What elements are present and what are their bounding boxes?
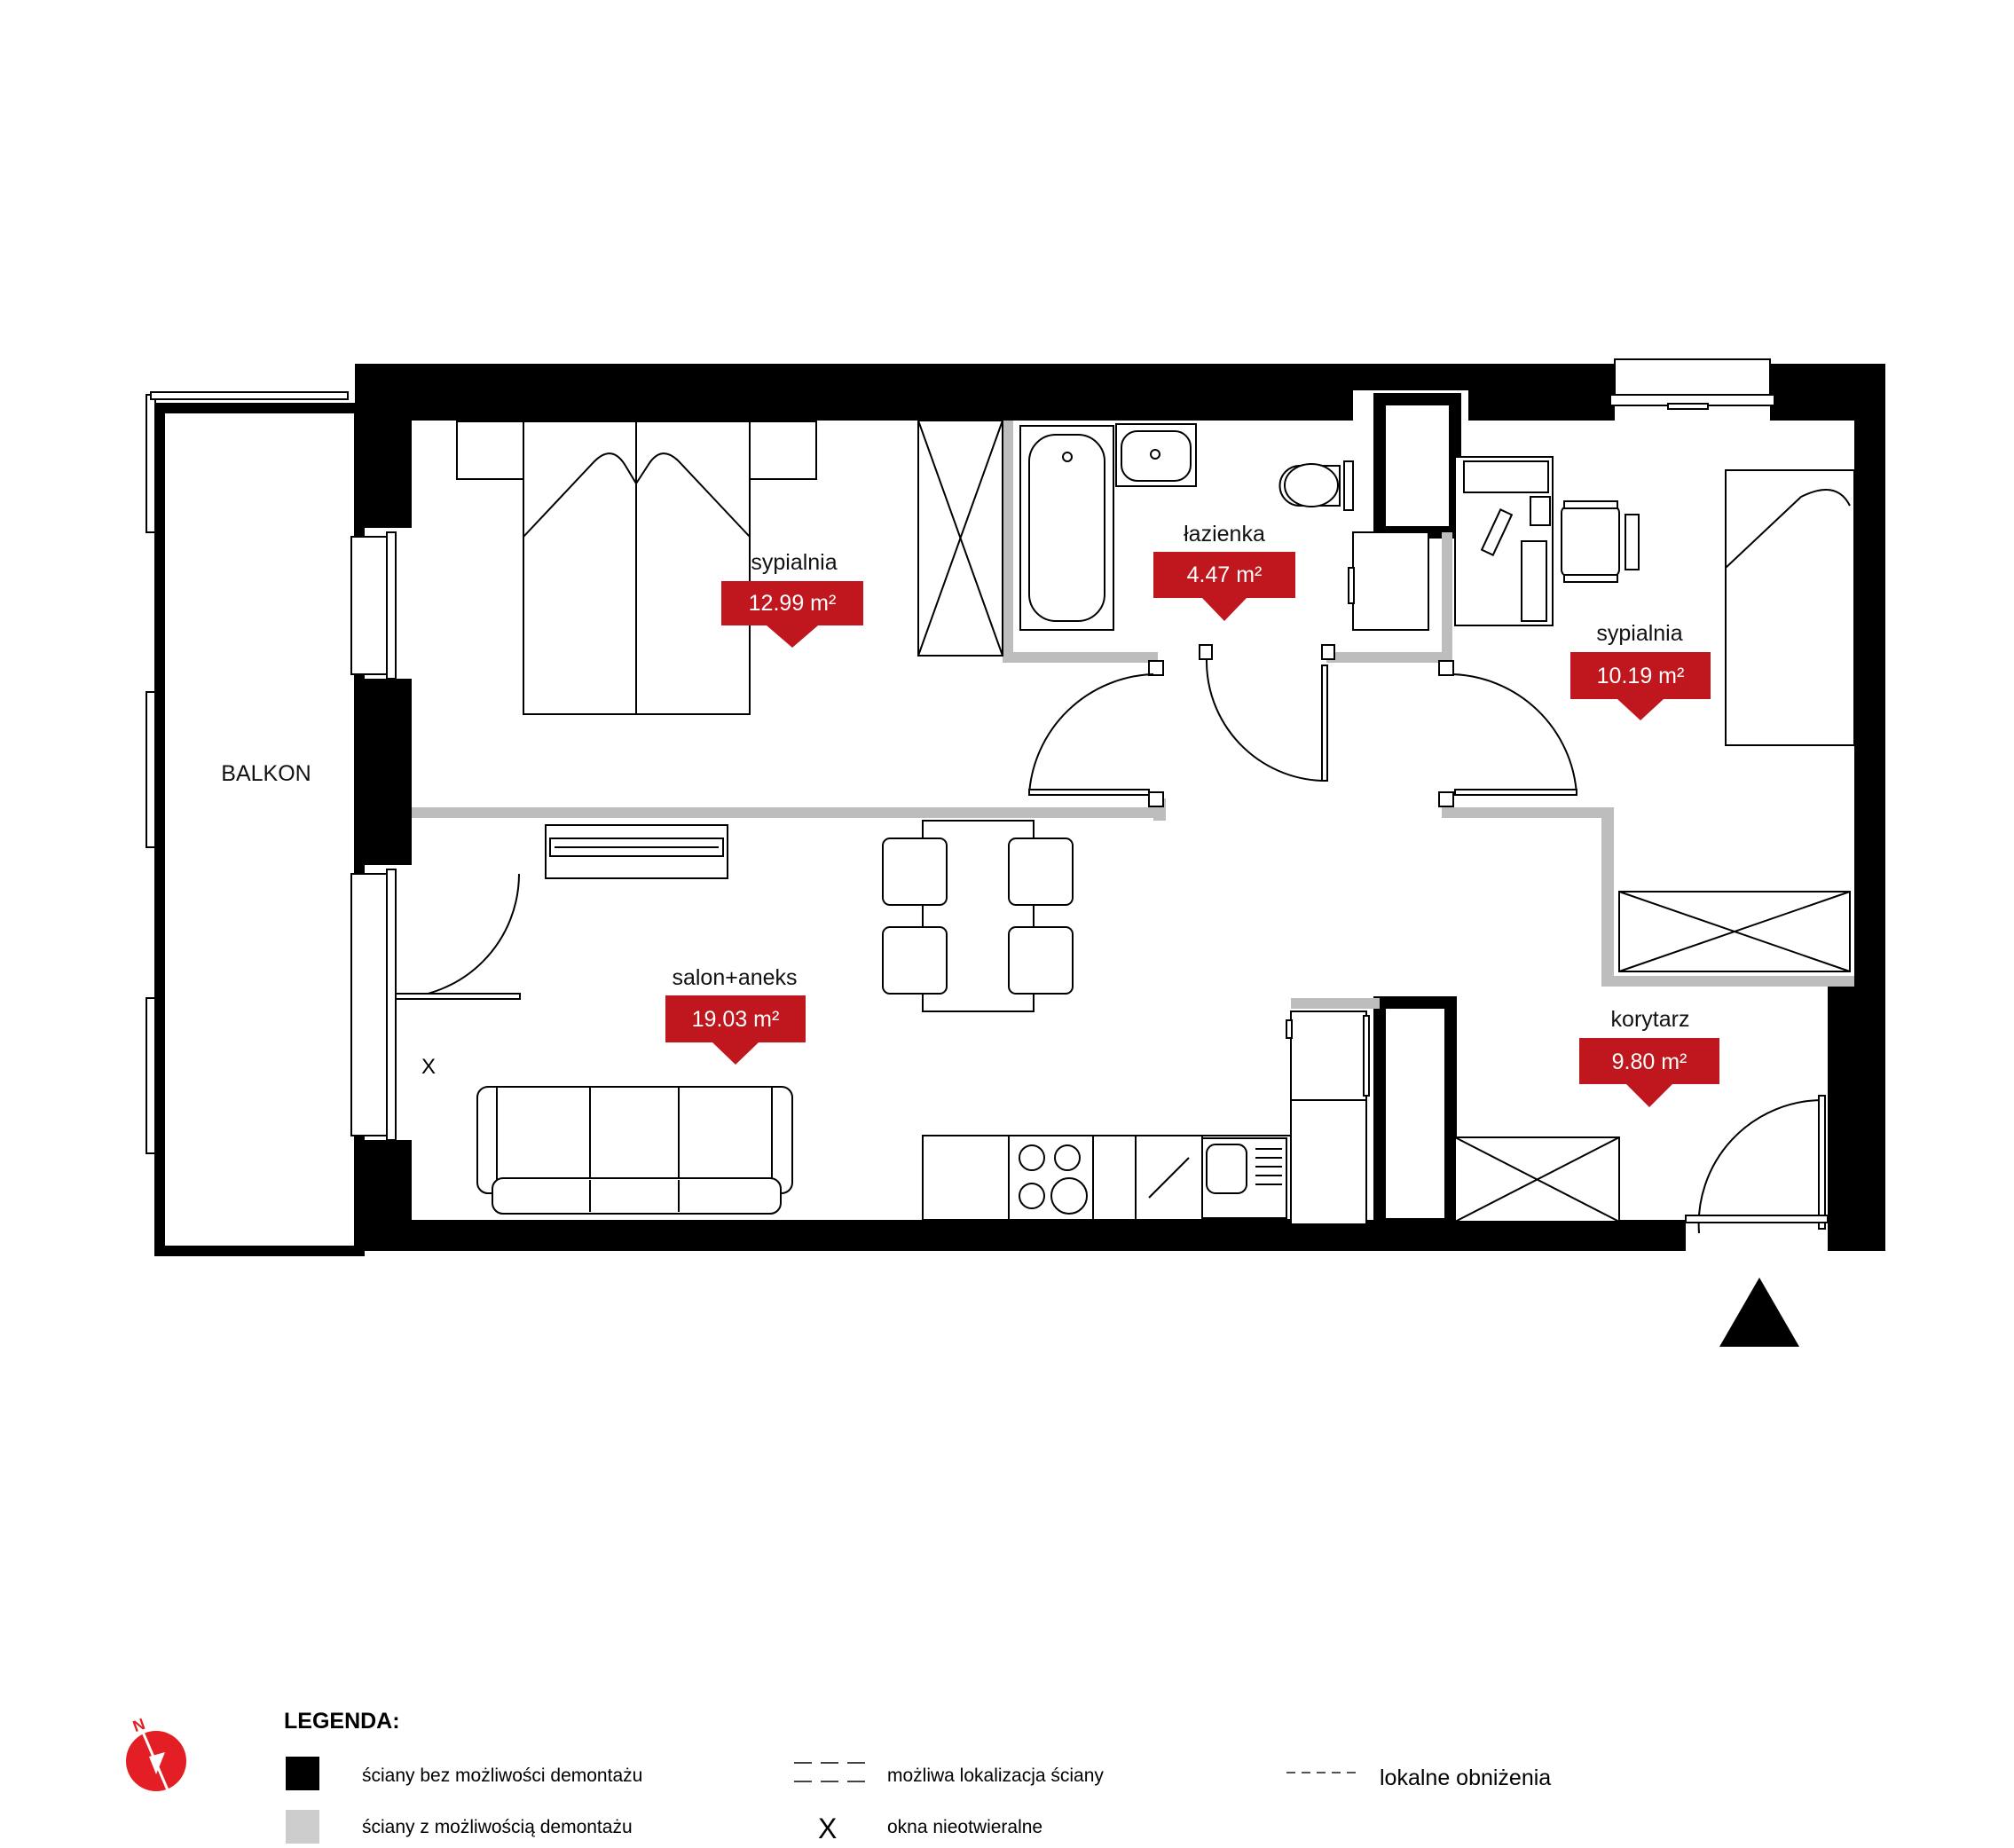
area-badge	[1570, 652, 1711, 720]
chair-icon-2	[882, 926, 948, 995]
top-window	[1609, 358, 1775, 410]
legend-title: LEGENDA:	[284, 1709, 400, 1734]
legend: LEGENDA: ściany bez możliwości demontażu…	[284, 1709, 1551, 1844]
area-value: 12.99 m²	[749, 591, 837, 616]
legend-dashed-wall-icon	[794, 1762, 865, 1782]
left-windows	[350, 531, 397, 1141]
washing-machine-icon	[1352, 531, 1429, 631]
removable-walls	[412, 421, 1854, 1009]
chair-icon-1	[882, 837, 948, 906]
area-badge	[1579, 1038, 1719, 1107]
area-value: 19.03 m²	[692, 1007, 780, 1032]
room-bedroom1: sypialnia 12.99 m²	[721, 550, 863, 648]
room-label: salon+aneks	[672, 965, 797, 990]
chair-icon-4	[1008, 926, 1074, 995]
legend-x-symbol: X	[818, 1813, 837, 1844]
chair-icon	[1561, 505, 1620, 578]
area-badge	[721, 581, 863, 648]
entrance-triangle-icon	[1719, 1278, 1799, 1347]
area-value: 4.47 m²	[1187, 562, 1263, 587]
area-value: 9.80 m²	[1612, 1050, 1688, 1074]
legend-item-lowered-ceilings: lokalne obniżenia	[1380, 1765, 1551, 1790]
door-jambs	[1148, 644, 1454, 807]
balcony-label: BALKON	[221, 761, 311, 786]
legend-swatch-removable	[286, 1810, 319, 1844]
room-label: łazienka	[1184, 522, 1265, 547]
compass-north-letter: N	[130, 1715, 147, 1735]
area-badge	[1153, 552, 1295, 621]
legend-item-fixed-windows: okna nieotwieralne	[887, 1817, 1042, 1837]
area-value: 10.19 m²	[1597, 664, 1685, 688]
room-label: sypialnia	[1596, 621, 1682, 646]
room-bathroom: łazienka 4.47 m²	[1153, 522, 1295, 621]
legend-item-removable-walls: ściany z możliwością demontażu	[362, 1817, 633, 1837]
room-living: salon+aneks 19.03 m²	[665, 965, 806, 1065]
doors	[395, 657, 1829, 1234]
area-badge	[665, 995, 806, 1065]
fixed-walls	[355, 364, 1885, 1251]
legend-item-fixed-walls: ściany bez możliwości demontażu	[362, 1765, 642, 1786]
furniture	[456, 420, 1855, 1225]
legend-swatch-fixed	[286, 1757, 319, 1790]
fixed-window-mark: X	[421, 1055, 436, 1079]
room-corridor: korytarz 9.80 m²	[1579, 1007, 1719, 1107]
chair-icon-3	[1008, 837, 1074, 906]
room-bedroom2: sypialnia 10.19 m²	[1570, 621, 1711, 720]
room-label: sypialnia	[751, 550, 837, 575]
north-compass-icon: N	[126, 1715, 186, 1793]
legend-item-possible-wall: możliwa lokalizacja ściany	[887, 1765, 1104, 1786]
balcony: BALKON	[146, 391, 365, 1256]
room-label: korytarz	[1611, 1007, 1690, 1032]
